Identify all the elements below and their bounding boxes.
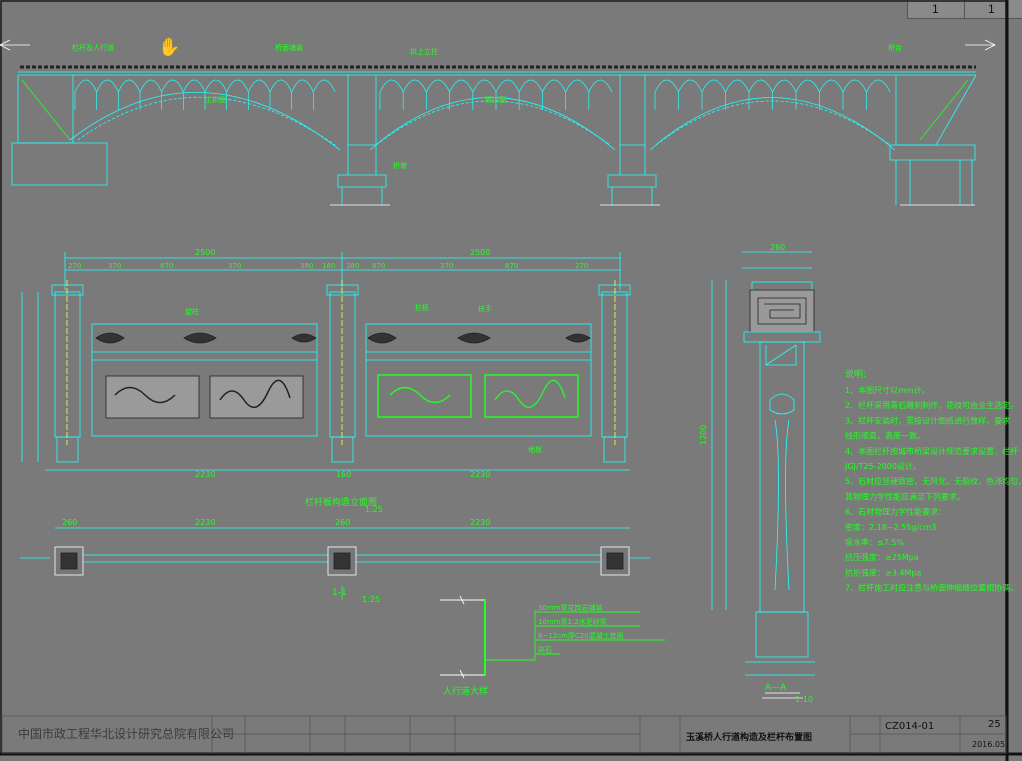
dim-segment: 870 <box>505 262 518 270</box>
plan-dim-2: 2230 <box>195 518 215 527</box>
dim-segment: 870 <box>372 262 385 270</box>
page-counter: 1 1 <box>907 0 1022 19</box>
dim-segment: 870 <box>160 262 173 270</box>
note-line: 其物理力学性能应满足下列要求。 <box>845 491 965 501</box>
dim-segment: 370 <box>228 262 241 270</box>
elevation-caption: 栏杆板构造立面图 <box>305 496 377 508</box>
layer-1: 30mm厚花岗岩铺装 <box>538 603 603 612</box>
note-line: 2、栏杆采用青石雕刻制作，花纹可由业主选定。 <box>845 400 1018 410</box>
company-name: 中国市政工程华北设计研究总院有限公司 <box>18 726 234 741</box>
note-line: 线形顺直，高度一致。 <box>845 431 925 441</box>
callout-post: 望柱 <box>185 307 199 316</box>
callout-railing: 栏杆及人行道 <box>72 43 114 52</box>
post-section <box>711 251 821 699</box>
pavement-layer-detail <box>440 595 665 679</box>
post-caption: A—A <box>765 683 787 693</box>
callout-spandrel: 腹拱圈 <box>485 95 506 104</box>
drawing-date: 2016.05 <box>972 740 1005 749</box>
dim-top-right: 2500 <box>470 248 490 257</box>
notes-heading: 说明: <box>845 368 866 380</box>
layer-2: 10mm厚1:2水泥砂浆 <box>538 617 607 626</box>
note-line: 抗压强度：≥25Mpa <box>845 552 919 562</box>
plan-dim-1: 260 <box>62 518 77 527</box>
dim-segment: 160 <box>322 262 335 270</box>
note-line: 6、石材物理力学性能要求： <box>845 507 946 517</box>
plan-caption: 1-1 <box>332 588 347 598</box>
page-total: 1 <box>988 2 995 16</box>
post-dim-total: 1200 <box>699 425 708 445</box>
railing-elevation <box>21 252 631 471</box>
dim-segment: 380 <box>346 262 359 270</box>
dim-segment: 270 <box>575 262 588 270</box>
callout-panel: 栏板 <box>415 303 429 312</box>
note-line: 5、石材应坚硬致密，无风化，无裂纹，色泽均匀， <box>845 476 1022 486</box>
dim-bottom-mid: 160 <box>336 470 351 479</box>
elevation-scale: 1:25 <box>365 505 383 514</box>
callout-deck: 桥面铺装 <box>275 43 303 52</box>
plan-dim-3: 260 <box>335 518 350 527</box>
dim-bottom-left: 2230 <box>195 470 215 479</box>
note-line: 4、本图栏杆按城市桥梁设计规范要求设置，栏杆 <box>845 446 1018 456</box>
notes-list: 1、本图尺寸以mm计。 2、栏杆采用青石雕刻制作，花纹可由业主选定。 3、栏杆安装时… <box>844 385 1022 593</box>
note-line: 7、栏杆施工时应注意与桥面伸缩缝位置相协调。 <box>845 583 1018 593</box>
callout-column: 拱上立柱 <box>410 47 438 56</box>
bridge-elevation <box>0 39 996 206</box>
layer-4: 碎石 <box>538 645 552 654</box>
dim-segment: 270 <box>68 262 81 270</box>
note-line: 抗折强度：≥3.4Mpa <box>845 567 921 577</box>
hand-cursor-icon: ✋ <box>158 37 181 57</box>
note-line: 3、栏杆安装时，需按设计图纸进行放样，要求 <box>845 415 1010 425</box>
note-line: 密度：2.18~2.55g/cm3 <box>845 522 936 532</box>
layer-caption: 人行道大样 <box>443 685 488 697</box>
page-current: 1 <box>932 2 939 16</box>
railing-plan <box>20 527 650 600</box>
note-line: JGJ/T25-2000设计。 <box>844 461 921 471</box>
callout-abutment: 桥台 <box>888 43 902 52</box>
drawing-code: CZ014-01 <box>885 721 934 732</box>
dim-segment: 380 <box>300 262 313 270</box>
callout-handrail: 扶手 <box>478 304 492 313</box>
dim-segment: 370 <box>440 262 453 270</box>
callout-sill: 地栿 <box>528 445 542 454</box>
plan-scale: 1:25 <box>362 595 380 604</box>
dim-top-left: 2500 <box>195 248 215 257</box>
note-line: 吸水率：≤7.5% <box>845 537 904 547</box>
layer-3: 8~12cm厚C20混凝土垫层 <box>538 631 624 640</box>
dim-bottom-right: 2230 <box>470 470 490 479</box>
post-dim-top: 260 <box>770 243 785 252</box>
post-scale: 1:10 <box>795 695 813 704</box>
sheet-number: 25 <box>988 719 1001 730</box>
title-block <box>1 715 1007 754</box>
note-line: 1、本图尺寸以mm计。 <box>845 385 930 395</box>
plan-dim-4: 2230 <box>470 518 490 527</box>
dim-segment: 370 <box>108 262 121 270</box>
callout-pier: 桥墩 <box>393 161 407 170</box>
drawing-title: 玉溪桥人行道构造及栏杆布置图 <box>686 731 812 743</box>
callout-main-arch: 主拱圈 <box>205 95 226 104</box>
spandrel-arches <box>74 79 891 110</box>
